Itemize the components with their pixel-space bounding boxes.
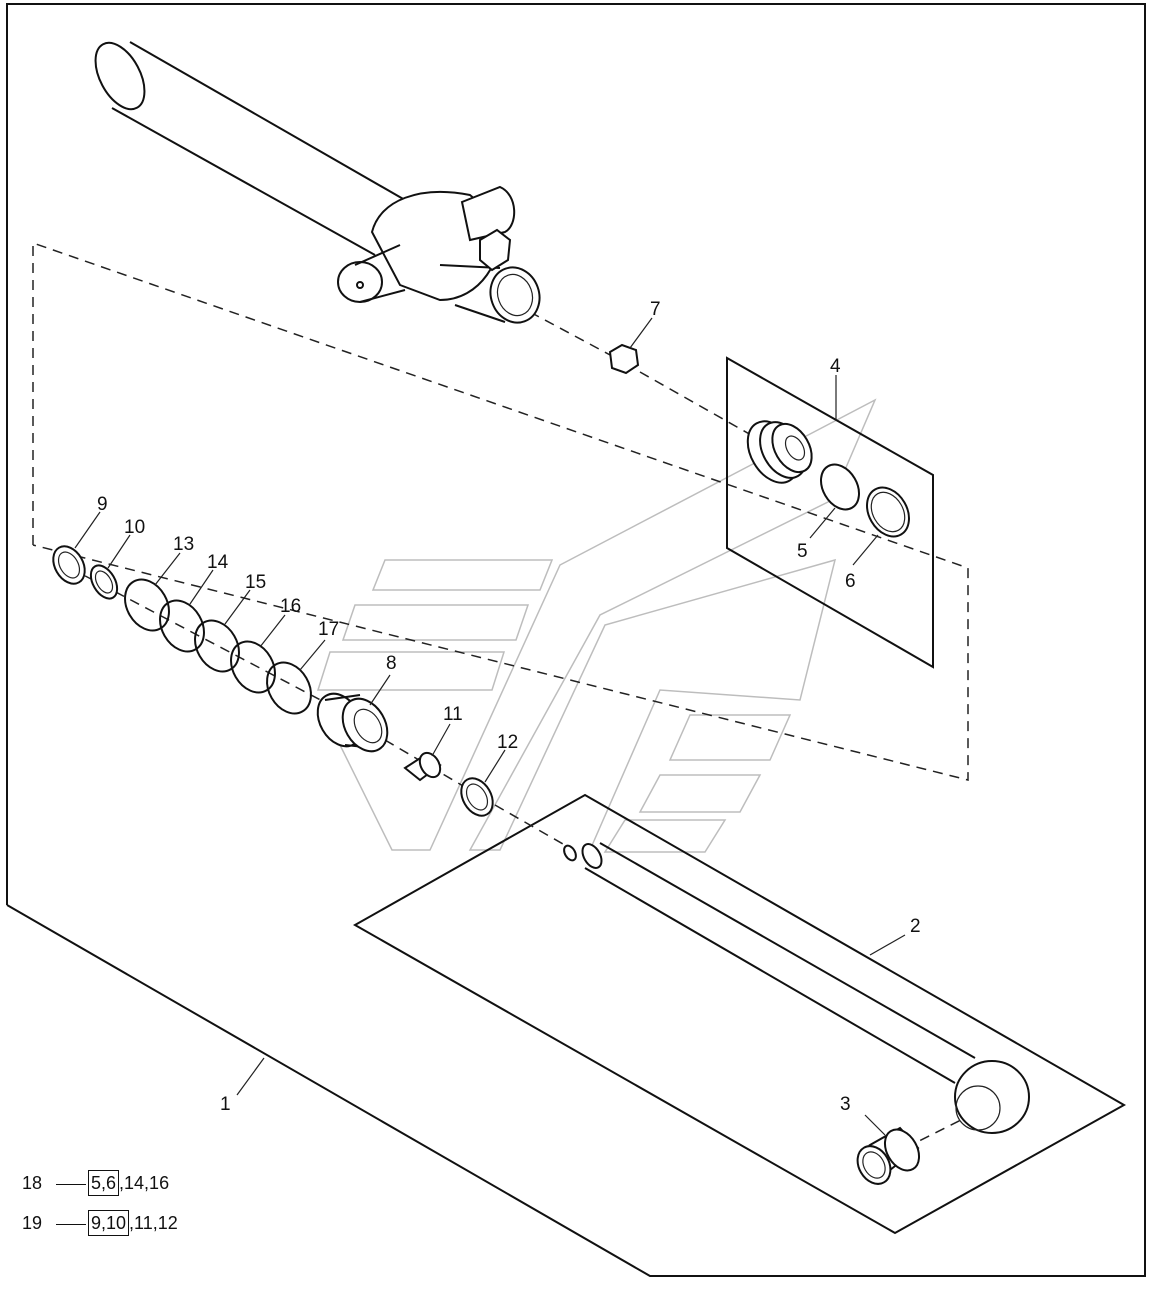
legend-dash bbox=[56, 1223, 86, 1225]
callout-2: 2 bbox=[910, 916, 921, 937]
part-2-piston-rod bbox=[563, 842, 1030, 1134]
callout-16: 16 bbox=[280, 596, 301, 617]
callout-4: 4 bbox=[830, 356, 841, 377]
part-11-bushing bbox=[403, 751, 442, 782]
part-4-piston bbox=[746, 420, 813, 484]
assembly-axis-lines bbox=[54, 311, 966, 1149]
kit-4-frame bbox=[726, 356, 934, 669]
callout-17: 17 bbox=[318, 619, 339, 640]
callout-11: 11 bbox=[443, 704, 463, 725]
callout-12: 12 bbox=[497, 732, 518, 753]
callout-1: 1 bbox=[220, 1094, 231, 1115]
part-3-bushing bbox=[856, 1126, 921, 1185]
part-6-ring bbox=[866, 486, 910, 538]
callout-labels: 1 2 3 4 5 6 7 8 9 10 11 12 13 14 15 16 1… bbox=[97, 299, 921, 1115]
kit-number: 19 bbox=[22, 1213, 43, 1233]
leader-lines bbox=[74, 317, 906, 1136]
callout-9: 9 bbox=[97, 494, 108, 515]
watermark-logo bbox=[316, 398, 877, 853]
kit-number: 18 bbox=[22, 1173, 43, 1193]
callout-10: 10 bbox=[124, 517, 145, 538]
callout-3: 3 bbox=[840, 1094, 851, 1115]
callout-14: 14 bbox=[207, 552, 229, 573]
kit-other-parts: ,11,12 bbox=[129, 1213, 178, 1233]
kit-legend-18: 18 5,6,14,16 bbox=[22, 1170, 169, 1196]
callout-6: 6 bbox=[845, 571, 856, 592]
callout-13: 13 bbox=[173, 534, 194, 555]
callout-5: 5 bbox=[797, 541, 808, 562]
part-5-ring bbox=[820, 463, 860, 511]
kit-2-frame bbox=[352, 793, 1127, 1235]
exploded-view-outline bbox=[32, 241, 969, 781]
seal-rings bbox=[52, 545, 312, 715]
kit-boxed-parts: 9,10 bbox=[88, 1210, 130, 1236]
callout-8: 8 bbox=[386, 653, 397, 674]
callout-15: 15 bbox=[245, 572, 266, 593]
kit-other-parts: ,14,16 bbox=[119, 1173, 170, 1193]
cylinder-tube bbox=[94, 41, 541, 324]
part-7-nut bbox=[608, 343, 640, 375]
kit-legend-19: 19 9,10,11,12 bbox=[22, 1210, 178, 1236]
part-8-gland bbox=[316, 692, 389, 753]
legend-dash bbox=[56, 1183, 86, 1185]
kit-boxed-parts: 5,6 bbox=[88, 1170, 120, 1196]
part-12-wiper bbox=[460, 777, 494, 817]
callout-7: 7 bbox=[650, 299, 661, 320]
assembly-1-frame bbox=[6, 3, 1146, 1277]
